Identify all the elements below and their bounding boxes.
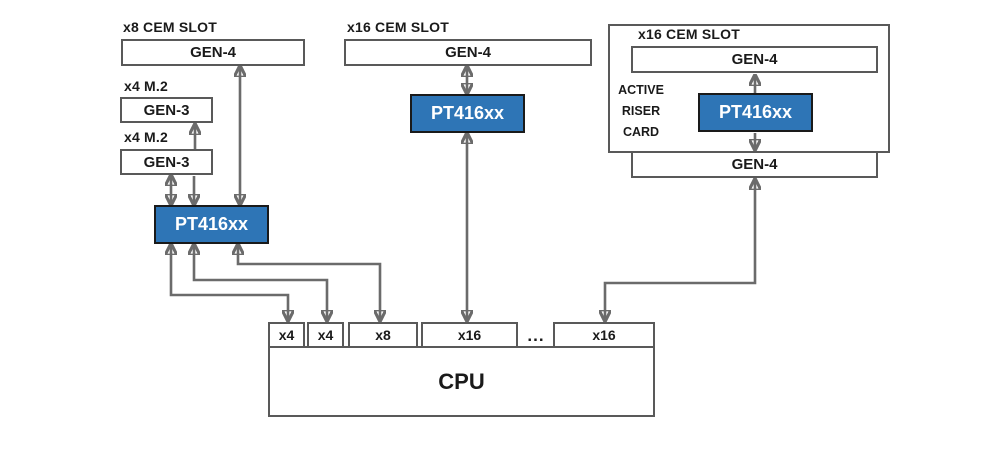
cpu-ports-ellipsis: ... — [527, 326, 545, 345]
label-x4-m2-1: x4 M.2 — [124, 78, 168, 94]
label-x4-m2-2: x4 M.2 — [124, 129, 168, 145]
riser-caption-line1: ACTIVE — [618, 83, 664, 97]
arrow-retimerleft-cpu-x4a — [171, 245, 288, 320]
retimer-riser-chip: PT416xx — [698, 93, 813, 132]
cpu-port-x8: x8 — [348, 322, 418, 348]
slot-x16-mid-gen4-box: GEN-4 — [344, 39, 592, 66]
cpu-port-x16-1: x16 — [421, 322, 518, 348]
riser-caption-line3: CARD — [622, 125, 660, 139]
riser-caption-line2: RISER — [621, 104, 661, 118]
label-x16-cem-slot-riser: x16 CEM SLOT — [638, 26, 740, 42]
label-x16-cem-slot-mid: x16 CEM SLOT — [347, 19, 449, 35]
slot-x8-gen4-box: GEN-4 — [121, 39, 305, 66]
cpu-port-x16-2: x16 — [553, 322, 655, 348]
cpu-port-x4-1: x4 — [268, 322, 305, 348]
cpu-port-x4-2: x4 — [307, 322, 344, 348]
arrow-retimerleft-cpu-x4b — [194, 245, 327, 320]
cpu-box: CPU — [268, 346, 655, 417]
riser-gen4-bottom-box: GEN-4 — [631, 151, 878, 178]
arrow-retimerleft-cpu-x8 — [238, 245, 380, 320]
retimer-left-chip: PT416xx — [154, 205, 269, 244]
riser-caption: ACTIVE RISER CARD — [612, 80, 670, 143]
retimer-mid-chip: PT416xx — [410, 94, 525, 133]
riser-gen4-top-box: GEN-4 — [631, 46, 878, 73]
arrow-riser-cpu-x16 — [605, 180, 755, 320]
slot-m2-1-gen3-box: GEN-3 — [120, 97, 213, 123]
label-x8-cem-slot: x8 CEM SLOT — [123, 19, 217, 35]
slot-m2-2-gen3-box: GEN-3 — [120, 149, 213, 175]
